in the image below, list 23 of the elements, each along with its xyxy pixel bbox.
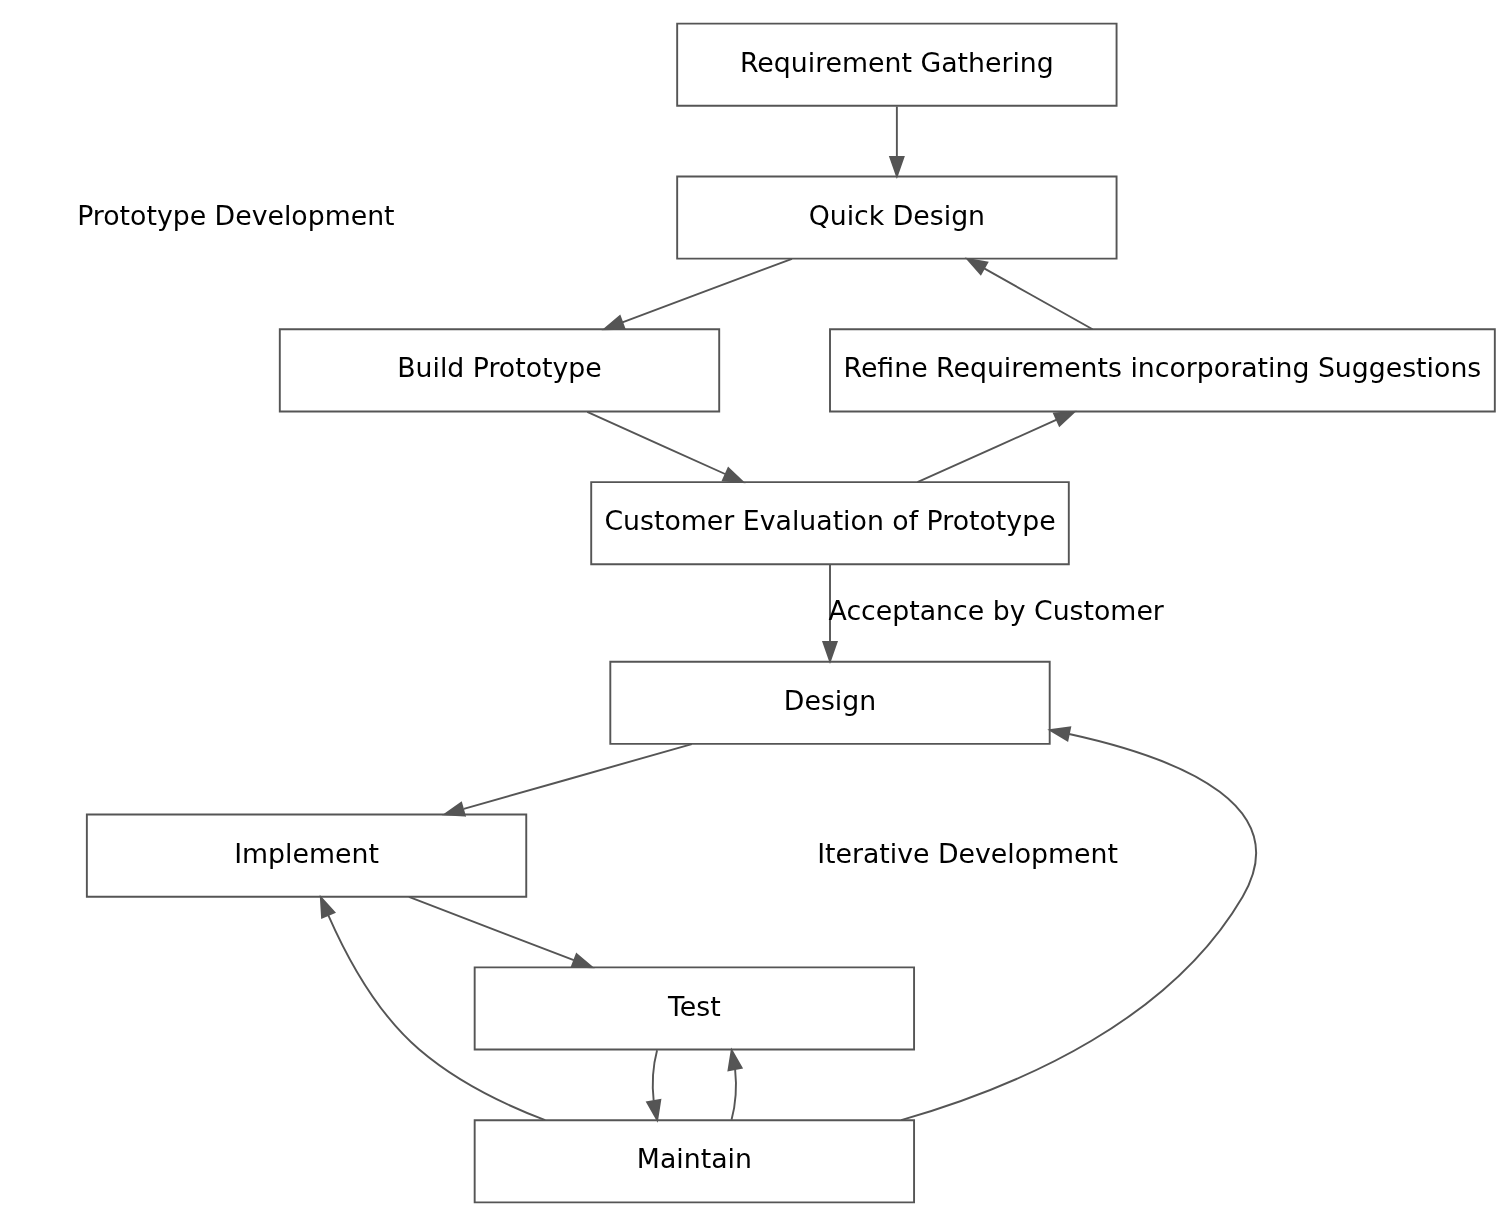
node-box: Customer Evaluation of Prototype — [590, 480, 1070, 565]
arrow — [408, 895, 595, 968]
node-box: Requirement Gathering — [676, 22, 1118, 107]
arrow — [601, 257, 793, 330]
node-box: Test — [473, 965, 915, 1050]
node-box: Design — [609, 660, 1051, 745]
node-box: Refine Requirements incorporating Suggestions — [829, 327, 1496, 412]
node-box: Implement — [85, 813, 528, 898]
arrow — [821, 563, 839, 664]
node-box: Quick Design — [676, 175, 1118, 260]
label: Prototype Development — [77, 199, 395, 231]
label: Iterative Development — [817, 837, 1118, 869]
arrow — [727, 1046, 744, 1121]
arrow — [645, 1048, 662, 1123]
arrow — [319, 894, 547, 1121]
arrow — [586, 410, 746, 483]
node-box: Maintain — [473, 1118, 915, 1203]
arrow — [900, 725, 1257, 1121]
arrow — [964, 257, 1094, 330]
arrow — [888, 105, 905, 179]
arrow — [916, 410, 1077, 483]
node-box: Build Prototype — [278, 327, 721, 412]
arrow — [441, 742, 693, 817]
